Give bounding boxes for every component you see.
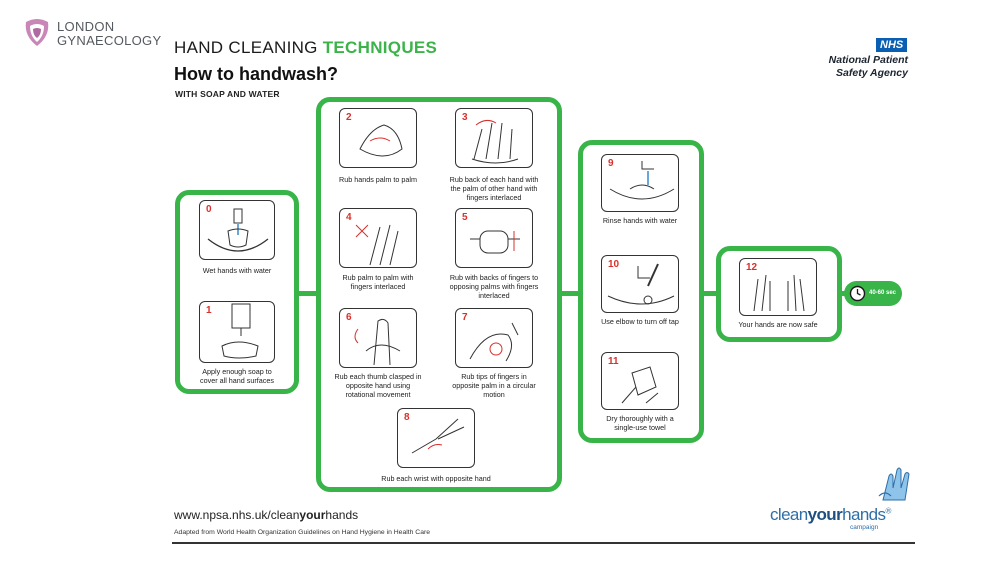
step-number: 4 — [346, 212, 352, 223]
clean-your-hands-logo-icon — [878, 467, 910, 501]
org-logo-text: LONDON GYNAECOLOGY — [57, 20, 161, 48]
wrist-rub-icon — [411, 418, 465, 454]
page-title: HAND CLEANING TECHNIQUES — [174, 38, 437, 58]
step-5-caption: Rub with backs of fingers to opposing pa… — [449, 273, 539, 300]
step-number: 8 — [404, 412, 410, 423]
fingertips-circular-icon — [469, 322, 519, 362]
step-8-caption: Rub each wrist with opposite hand — [381, 474, 491, 483]
step-6-caption: Rub each thumb clasped in opposite hand … — [334, 372, 422, 399]
step-9-caption: Rinse hands with water — [602, 216, 678, 225]
step-3-illustration: 3 — [455, 108, 533, 168]
campaign-logo-text: cleanyourhands® — [770, 505, 891, 525]
website-suffix: hands — [325, 508, 359, 522]
step-number: 0 — [206, 204, 212, 215]
step-4-caption: Rub palm to palm with fingers interlaced — [342, 273, 414, 291]
step-11-illustration: 11 — [601, 352, 679, 410]
step-8-illustration: 8 — [397, 408, 475, 468]
step-number: 3 — [462, 112, 468, 123]
step-11-caption: Dry thoroughly with a single-use towel — [606, 414, 674, 432]
london-gynaecology-logo-icon — [25, 19, 49, 46]
step-6-illustration: 6 — [339, 308, 417, 368]
campaign-word: campaign — [850, 524, 879, 531]
step-7-illustration: 7 — [455, 308, 533, 368]
step-12-caption: Your hands are now safe — [738, 320, 818, 329]
campaign-registered: ® — [885, 506, 891, 516]
step-5-illustration: 5 — [455, 208, 533, 268]
hands-back-rub-icon — [471, 119, 519, 164]
elbow-tap-icon — [607, 263, 675, 305]
step-number: 1 — [206, 305, 212, 316]
step-1-illustration: 1 — [199, 301, 275, 363]
duration-label: 40-60 sec — [869, 290, 897, 296]
title-plain: HAND CLEANING — [174, 38, 323, 57]
thumb-rotation-icon — [354, 318, 401, 366]
backs-of-fingers-icon — [470, 230, 520, 254]
org-logo-line2: GYNAECOLOGY — [57, 33, 162, 48]
step-2-illustration: 2 — [339, 108, 417, 168]
step-number: 10 — [608, 259, 620, 270]
step-number: 9 — [608, 158, 614, 169]
page-subtitle: How to handwash? — [174, 64, 338, 84]
step-1-caption: Apply enough soap to cover all hand surf… — [200, 367, 274, 385]
website-bold: your — [299, 508, 326, 522]
step-10-illustration: 10 — [601, 255, 679, 313]
tagline: WITH SOAP AND WATER — [175, 89, 280, 99]
footer-divider — [172, 542, 915, 544]
step-number: 2 — [346, 112, 352, 123]
source-note: Adapted from World Health Organization G… — [174, 529, 431, 536]
campaign-your: your — [807, 505, 843, 524]
nhs-logo: NHS — [876, 38, 908, 52]
clean-hands-icon — [753, 274, 805, 312]
website-link[interactable]: www.npsa.nhs.uk/cleanyourhands — [174, 508, 358, 522]
soap-dispenser-icon — [221, 303, 259, 359]
step-4-illustration: 4 — [339, 208, 417, 268]
step-number: 7 — [462, 312, 468, 323]
step-number: 12 — [746, 262, 758, 273]
agency-line2: Safety Agency — [836, 67, 908, 79]
step-9-illustration: 9 — [601, 154, 679, 212]
clock-icon — [849, 285, 866, 302]
website-prefix: www.npsa.nhs.uk/clean — [174, 508, 300, 522]
flow-connector — [700, 291, 720, 296]
rinse-hands-icon — [609, 161, 675, 200]
towel-dry-icon — [621, 366, 659, 404]
flow-connector — [296, 291, 320, 296]
agency-name: National Patient Safety Agency — [804, 54, 908, 80]
step-number: 6 — [346, 312, 352, 323]
step-0-caption: Wet hands with water — [202, 266, 272, 275]
fingers-interlaced-icon — [355, 224, 399, 266]
campaign-hands: hands — [842, 505, 886, 524]
step-number: 5 — [462, 212, 468, 223]
step-3-caption: Rub back of each hand with the palm of o… — [449, 175, 539, 202]
step-10-caption: Use elbow to turn off tap — [601, 317, 679, 326]
step-2-caption: Rub hands palm to palm — [339, 175, 417, 184]
org-logo-line1: LONDON — [57, 19, 115, 34]
hands-palm-to-palm-icon — [359, 124, 403, 157]
campaign-clean: clean — [770, 505, 808, 524]
step-number: 11 — [608, 356, 619, 367]
agency-line1: National Patient — [828, 54, 908, 66]
flow-connector — [558, 291, 582, 296]
step-0-illustration: 0 — [199, 200, 275, 260]
title-accent: TECHNIQUES — [322, 38, 438, 57]
tap-water-icon — [207, 208, 269, 252]
flow-connector — [838, 291, 848, 296]
step-7-caption: Rub tips of fingers in opposite palm in … — [452, 372, 536, 399]
step-12-illustration: 12 — [739, 258, 817, 316]
